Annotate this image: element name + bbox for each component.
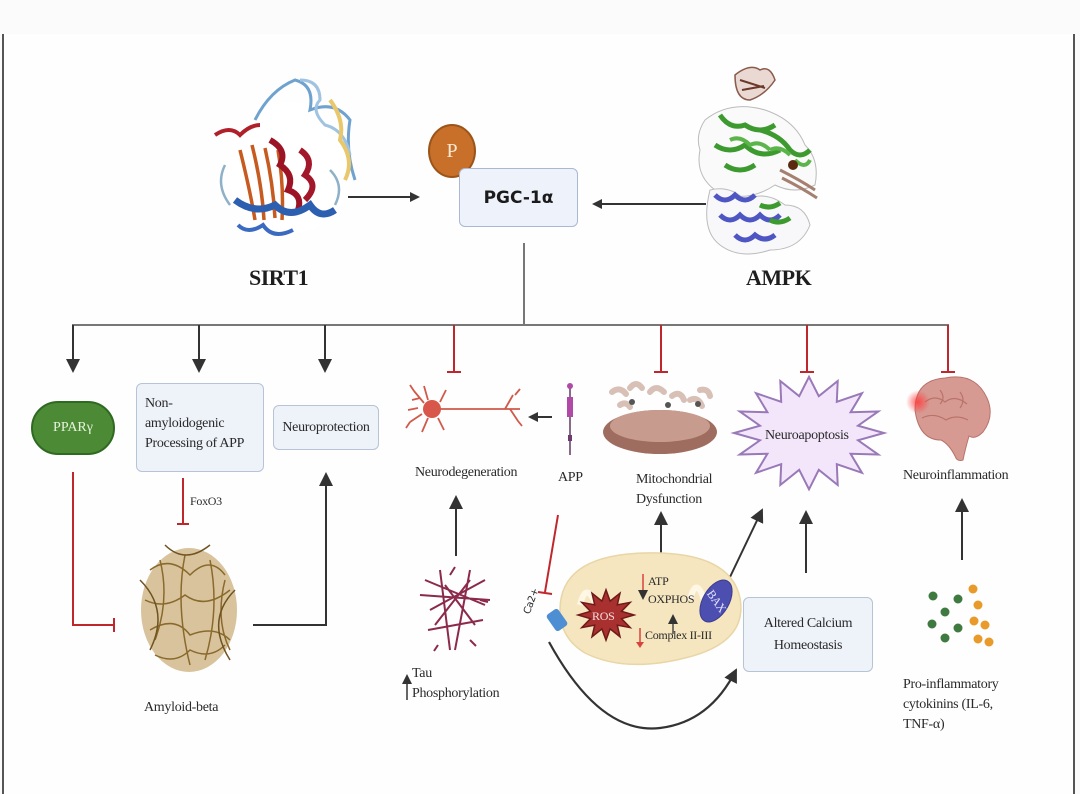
ampk-protein-icon	[697, 66, 818, 255]
foxo3-label: FoxO3	[190, 494, 222, 508]
neuroapoptosis-starburst	[730, 374, 888, 492]
complex-label: Complex II-III	[645, 628, 712, 642]
damaged-mitochondrion-icon	[603, 381, 717, 454]
non-amyloidogenic-line-1: Non-	[145, 396, 173, 411]
mitochondrial-dysfunction-label: Mitochondrial Dysfunction	[636, 470, 713, 510]
ros-label: ROS	[592, 609, 615, 623]
cytokines-line-2: cytokinins (IL-6,	[903, 697, 993, 712]
cytokines-line-3: TNF-α)	[903, 717, 945, 732]
neuron-icon	[405, 384, 523, 433]
pgc1a-node[interactable]: PGC-1α	[459, 168, 578, 227]
amyloid-beta-label: Amyloid-beta	[144, 700, 219, 715]
tau-line-1: Tau	[412, 666, 432, 681]
app-inhibits-ca-line	[544, 514, 559, 593]
brain-icon	[906, 376, 991, 461]
sirt1-label: SIRT1	[249, 265, 309, 290]
pgc1a-label: PGC-1α	[483, 187, 554, 208]
cytokines-icon	[927, 584, 994, 647]
atp-label: ATP	[648, 574, 669, 588]
non-amyloidogenic-line-2: amyloidogenic	[145, 416, 225, 431]
pparg-inhibits-amyloid-line	[72, 472, 113, 626]
neuroinflammation-label: Neuroinflammation	[903, 468, 1009, 483]
phospho-label: P	[446, 139, 458, 162]
calcium-line-1: Altered Calcium	[763, 615, 853, 631]
cytokines-label: Pro-inflammatory cytokinins (IL-6, TNF-α…	[903, 675, 999, 735]
calcium-line-2: Homeostasis	[773, 637, 843, 653]
neuroprotection-node[interactable]: Neuroprotection	[273, 405, 379, 450]
cytokines-line-1: Pro-inflammatory	[903, 677, 999, 692]
neuroapoptosis-label: Neuroapoptosis	[765, 428, 849, 443]
ros-starburst	[575, 587, 637, 643]
pparg-node[interactable]: PPARγ	[31, 401, 115, 455]
pparg-label: PPARγ	[53, 420, 93, 435]
amyloid-beta-icon	[139, 544, 237, 672]
oxphos-label: OXPHOS	[648, 592, 695, 606]
tau-tangle-icon	[419, 566, 491, 652]
app-label: APP	[558, 470, 583, 485]
tau-phosphorylation-label: Tau Phosphorylation	[412, 664, 500, 704]
neuroprotection-label: Neuroprotection	[282, 419, 370, 435]
inhibition-lines	[447, 325, 955, 373]
mito-dysfunction-line-1: Mitochondrial	[636, 472, 713, 487]
bax-to-neuroapoptosis-arrow	[729, 508, 764, 578]
activation-arrows	[66, 325, 332, 373]
neurodegeneration-label: Neurodegeneration	[415, 465, 518, 480]
mito-dysfunction-line-2: Dysfunction	[636, 492, 702, 507]
ampk-label: AMPK	[746, 265, 812, 290]
bax-protein-icon	[699, 579, 733, 623]
non-amyloidogenic-node[interactable]: Non- amyloidogenic Processing of APP	[136, 383, 264, 472]
tau-line-2: Phosphorylation	[412, 686, 500, 701]
calcium-channel-icon	[546, 608, 568, 632]
amyloid-to-neuroprotection-arrow	[253, 472, 333, 626]
non-amyloidogenic-line-3: Processing of APP	[145, 436, 245, 451]
calcium-homeostasis-node[interactable]: Altered Calcium Homeostasis	[743, 597, 873, 672]
ca-to-calcium-homeostasis-arrow	[548, 641, 737, 730]
app-protein-icon	[567, 383, 573, 455]
sirt1-protein-icon	[213, 78, 357, 236]
